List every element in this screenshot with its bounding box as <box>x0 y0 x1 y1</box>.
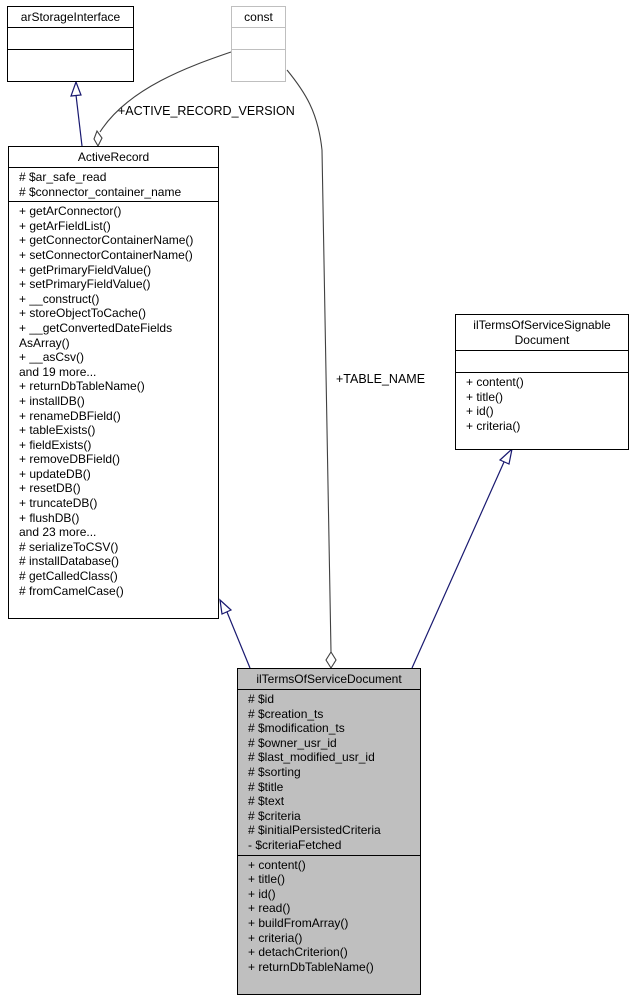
method-item: + title() <box>248 872 286 887</box>
attribute-item: # $owner_usr_id <box>248 735 337 750</box>
method-item: + content() <box>248 857 306 872</box>
edge-const-to-activerecord <box>99 51 232 133</box>
method-item: + setConnectorContainerName() <box>19 247 193 262</box>
method-item: + installDB() <box>19 393 85 408</box>
attributes-section <box>456 350 628 372</box>
method-item: + __getConvertedDateFields <box>19 320 173 335</box>
class-name: ActiveRecord <box>77 150 150 164</box>
method-item: + content() <box>466 375 524 389</box>
method-item: + resetDB() <box>19 481 81 496</box>
method-item: + returnDbTableName() <box>19 379 145 394</box>
method-item: + returnDbTableName() <box>248 959 374 974</box>
method-item: + criteria() <box>248 930 303 945</box>
aggregation-diamond <box>93 129 103 148</box>
method-item: + tableExists() <box>19 423 96 438</box>
methods-section <box>232 49 285 71</box>
method-item: + storeObjectToCache() <box>19 306 147 321</box>
method-item: + read() <box>248 901 291 916</box>
edge-tosdocument-to-signable <box>411 461 505 669</box>
method-item: and 23 more... <box>19 525 97 540</box>
class-iltermsofservicesignabledocument[interactable]: ilTermsOfServiceSignable Document + cont… <box>455 314 629 450</box>
methods-section <box>8 49 133 71</box>
method-item: + __construct() <box>19 291 100 306</box>
class-name: ilTermsOfServiceDocument <box>256 672 402 686</box>
method-item: + removeDBField() <box>19 452 121 467</box>
method-item: + flushDB() <box>19 510 80 525</box>
attribute-item: # $modification_ts <box>248 721 345 736</box>
attribute-item: # $connector_container_name <box>19 184 182 199</box>
method-item: + __asCsv() <box>19 350 85 365</box>
class-arstorageinterface[interactable]: arStorageInterface <box>7 6 134 82</box>
class-name: const <box>244 10 273 24</box>
method-item: and 19 more... <box>19 364 97 379</box>
method-item: + truncateDB() <box>19 496 98 511</box>
attribute-item: # $last_modified_usr_id <box>248 750 375 765</box>
attribute-item: - $criteriaFetched <box>248 837 342 852</box>
class-name: arStorageInterface <box>20 10 121 24</box>
method-item: # serializeToCSV() <box>19 539 119 554</box>
methods-section: + content()+ title()+ id()+ criteria() <box>456 372 628 435</box>
edge-label-table-name: +TABLE_NAME <box>336 372 426 386</box>
method-item: + getArFieldList() <box>19 218 111 233</box>
class-name-line: Document <box>514 333 570 347</box>
inheritance-arrowhead <box>219 598 233 615</box>
method-item: + title() <box>466 389 504 404</box>
edge-tosdocument-to-activerecord <box>226 611 251 669</box>
attribute-item: # $title <box>248 779 284 794</box>
inheritance-arrowhead <box>498 447 513 465</box>
method-item: + updateDB() <box>19 466 91 481</box>
attribute-item: # $id <box>248 692 275 706</box>
attribute-item: # $initialPersistedCriteria <box>248 823 381 838</box>
edge-const-to-tosdocument <box>286 69 332 653</box>
method-item: # fromCamelCase() <box>19 583 124 598</box>
attributes-section <box>232 27 285 49</box>
methods-section: + getArConnector()+ getArFieldList()+ ge… <box>9 201 218 600</box>
attribute-item: # $ar_safe_read <box>19 170 107 184</box>
method-item: + id() <box>248 886 276 901</box>
method-item: + fieldExists() <box>19 437 92 452</box>
class-const[interactable]: const <box>231 6 286 82</box>
attributes-section <box>8 27 133 49</box>
attribute-item: # $criteria <box>248 808 301 823</box>
method-item: + getPrimaryFieldValue() <box>19 262 152 277</box>
method-item: + getConnectorContainerName() <box>19 233 194 248</box>
attributes-section: # $ar_safe_read# $connector_container_na… <box>9 167 218 201</box>
method-item: + buildFromArray() <box>248 915 349 930</box>
method-item: + id() <box>466 404 494 419</box>
methods-section: + content()+ title()+ id()+ read()+ buil… <box>238 854 420 977</box>
edge-activerecord-to-arstorageinterface <box>75 94 83 147</box>
edge-label-active-record-version: +ACTIVE_RECORD_VERSION <box>118 104 295 118</box>
method-item: AsArray() <box>19 335 70 350</box>
attributes-section: # $id# $creation_ts# $modification_ts# $… <box>238 689 420 855</box>
method-item: + getArConnector() <box>19 204 122 219</box>
attribute-item: # $sorting <box>248 764 301 779</box>
attribute-item: # $text <box>248 794 285 809</box>
method-item: + detachCriterion() <box>248 945 348 960</box>
class-iltermsofservicedocument[interactable]: ilTermsOfServiceDocument # $id# $creatio… <box>237 668 421 995</box>
method-item: + renameDBField() <box>19 408 121 423</box>
attribute-item: # $creation_ts <box>248 706 324 721</box>
inheritance-arrowhead <box>70 80 82 97</box>
method-item: + criteria() <box>466 418 521 433</box>
aggregation-diamond <box>325 650 337 670</box>
method-item: # getCalledClass() <box>19 569 118 584</box>
method-item: # installDatabase() <box>19 554 120 569</box>
class-name: ilTermsOfServiceSignable Document <box>456 315 628 350</box>
method-item: + setPrimaryFieldValue() <box>19 277 151 292</box>
class-name-line: ilTermsOfServiceSignable <box>473 318 611 332</box>
class-activerecord[interactable]: ActiveRecord # $ar_safe_read# $connector… <box>8 146 219 619</box>
